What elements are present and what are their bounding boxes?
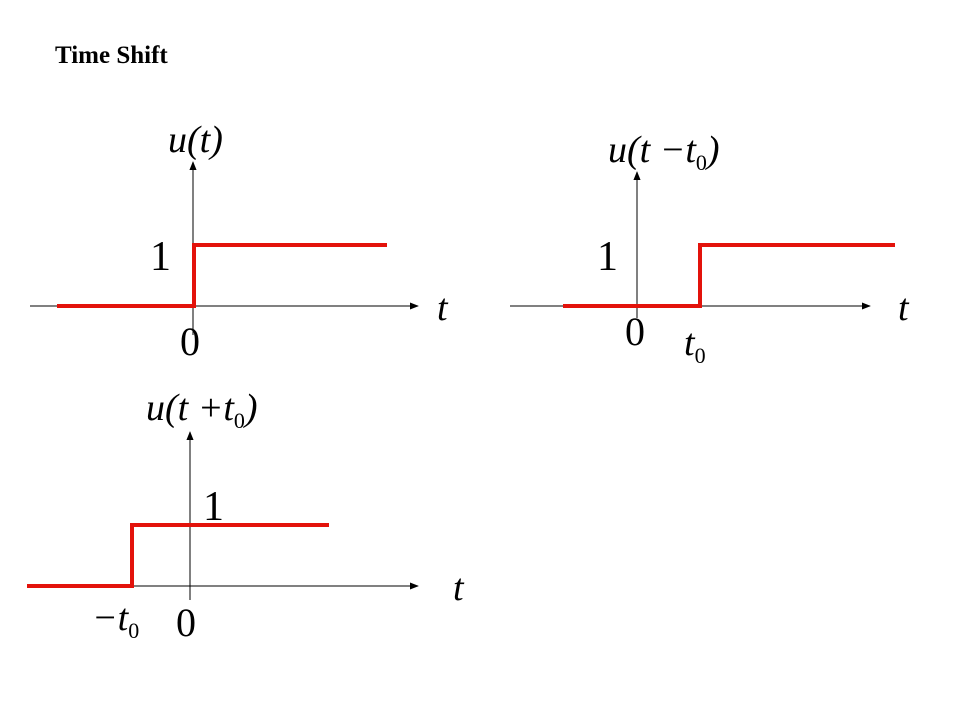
axis-variable-advanced: t: [453, 567, 465, 609]
level-label-advanced: 1: [203, 484, 224, 530]
step-position-label-advanced: −t0: [92, 597, 139, 643]
step-position-advanced-subscript: 0: [128, 618, 139, 643]
page-title: Time Shift: [55, 42, 168, 69]
step-position-advanced-main: −t: [92, 597, 130, 639]
plot-delayed: u(t −t0) 1 t 0 t0: [510, 129, 910, 368]
origin-label-unshifted: 0: [180, 319, 200, 364]
step-signal-unshifted: [57, 243, 387, 308]
function-label-delayed-main: u(t −t: [608, 129, 697, 171]
step-position-label-delayed: t0: [684, 322, 706, 368]
function-label-advanced: u(t +t0): [146, 387, 258, 433]
function-label-delayed-subscript: 0: [696, 150, 707, 175]
function-label-advanced-close: ): [243, 387, 258, 429]
level-label-delayed: 1: [597, 234, 618, 280]
function-label-delayed: u(t −t0): [608, 129, 720, 175]
function-label-unshifted: u(t): [168, 119, 223, 161]
step-position-delayed-main: t: [684, 322, 696, 364]
level-label-unshifted: 1: [150, 234, 171, 280]
origin-label-delayed: 0: [625, 309, 645, 354]
axis-variable-unshifted: t: [437, 287, 449, 329]
plot-unshifted: u(t) 1 t 0: [30, 119, 449, 364]
function-label-advanced-main: u(t +t: [146, 387, 235, 429]
axis-variable-delayed: t: [898, 287, 910, 329]
step-signal-delayed: [563, 243, 895, 308]
step-signal-advanced: [27, 523, 329, 588]
step-position-delayed-subscript: 0: [695, 343, 706, 368]
function-label-advanced-subscript: 0: [234, 408, 245, 433]
plot-advanced: u(t +t0) 1 t 0 −t0: [27, 387, 465, 645]
origin-label-advanced: 0: [176, 600, 196, 645]
function-label-delayed-close: ): [705, 129, 720, 171]
